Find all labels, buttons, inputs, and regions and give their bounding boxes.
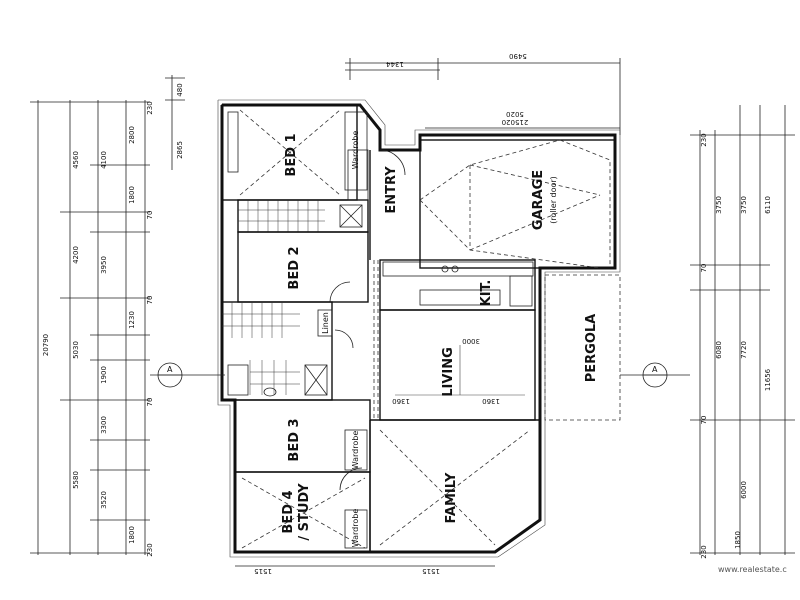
linen-label: Linen [321,312,330,334]
left-dim-mid: 1230 [128,311,136,329]
living-dim: 1360 [482,397,500,405]
garage-note: (roller door) [549,176,558,224]
right-dim-inner: 230 [700,545,708,558]
right-dim-mid: 3750 [715,196,723,214]
section-a-right: A [652,365,658,374]
left-dim-outer: 5580 [72,471,80,489]
top-dim: 215020 [502,118,529,126]
left-dim-inner: 230 [146,543,154,556]
right-dim-mid: 6080 [715,341,723,359]
left-dim-mid: 1800 [128,186,136,204]
svg-text:2865: 2865 [176,141,184,159]
left-dim-outer: 4200 [72,246,80,264]
left-dimension-chains: 20790 5580 5030 4200 4560 3520 3300 1900… [30,100,154,557]
bed4-wardrobe: Wardrobe [351,509,360,548]
left-dim-inner: 70 [146,398,154,407]
left-dim-mid: 3950 [100,256,108,274]
living: LIVING 1360 1360 3000 [379,309,536,421]
bed3-wardrobe: Wardrobe [351,431,360,470]
kit-label: KIT. [479,280,494,307]
right-dim-mid: 6000 [740,481,748,499]
right-dim-outer: 6110 [764,196,772,214]
family: FAMILY [369,419,541,553]
right-dim-outer: 11656 [764,368,772,391]
right-dim-mid: 7720 [740,341,748,359]
bed-4-study: BED 4 / STUDY Wardrobe [234,471,371,553]
bottom-dim: 1515 [422,567,440,575]
bed4-label: BED 4 [281,490,296,533]
hallway [373,260,379,420]
left-dim-outer: 5030 [72,341,80,359]
left-dim-mid: 4100 [100,151,108,169]
right-dim-inner: 70 [700,264,708,273]
bed3-label: BED 3 [287,418,302,461]
left-dim-mid: 3520 [100,491,108,509]
bed-1: Wardrobe BED 1 [221,104,368,201]
pergola: PERGOLA [544,274,621,421]
garage: GARAGE (roller door) [419,139,616,269]
top-dim: 5490 [509,52,527,60]
watermark: www.realestate.c [718,565,787,574]
right-dimension-chains: 11656 6110 7720 3750 3750 6080 6000 230 … [690,105,795,559]
bed-3: BED 3 Wardrobe [234,399,371,491]
ensuite [237,199,369,233]
left-dim-total: 20790 [42,334,50,356]
family-label: FAMILY [444,472,459,523]
right-dim-inner: 1850 [734,531,742,549]
left-dim-mid: 1800 [128,526,136,544]
entry-label: ENTRY [384,166,399,214]
right-dim-mid: 3750 [740,196,748,214]
left-dim-outer: 4560 [72,151,80,169]
pergola-label: PERGOLA [584,314,599,383]
bottom-dim: 1515 [254,567,272,575]
entry: ENTRY [347,149,406,260]
left-dim-mid: 2800 [128,126,136,144]
bathroom-block: Linen [221,301,354,401]
left-dim-inner: 230 [146,101,154,114]
right-dim-inner: 230 [700,133,708,146]
section-marker-right: A [620,362,690,388]
living-dim: 1360 [392,397,410,405]
outer-walls [217,99,621,558]
top-dimensions: 5490 1344 5020 215020 [345,52,621,135]
section-a-left: A [167,365,173,374]
top-dim: 5020 [506,110,524,118]
left-dim-inner: 70 [146,211,154,220]
left-dim-mid: 1900 [100,366,108,384]
bed1-label: BED 1 [284,133,299,176]
bed4-label-2: / STUDY [297,483,312,541]
section-marker-left: A [150,362,225,388]
left-dim-inner: 70 [146,296,154,305]
bottom-dimensions: 1515 1515 [235,565,495,575]
svg-text:480: 480 [176,83,184,96]
top-dim: 1344 [386,60,404,68]
right-dim-inner: 70 [700,416,708,425]
bed-2: BED 2 [237,231,369,303]
left-dim-mid: 3300 [100,416,108,434]
top-left-dims: 480 2865 [165,75,185,170]
garage-label: GARAGE [531,170,546,230]
bed2-label: BED 2 [287,246,302,289]
living-label: LIVING [441,347,456,397]
living-dim: 3000 [462,337,480,345]
